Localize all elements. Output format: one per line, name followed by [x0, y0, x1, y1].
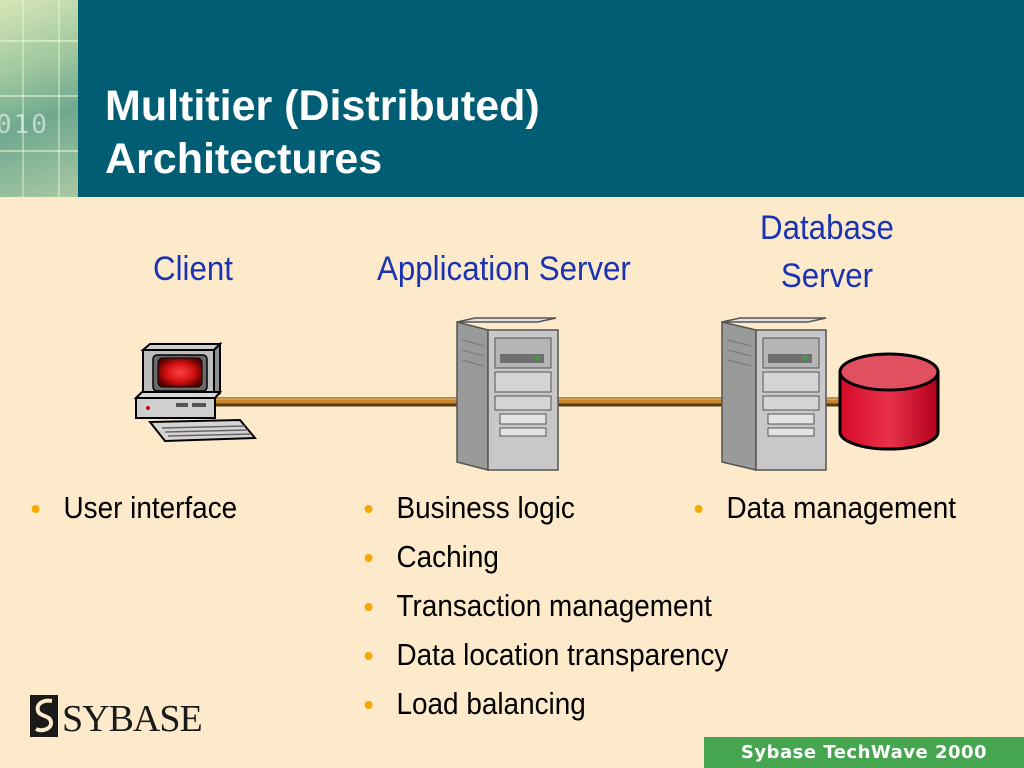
- techwave-badge: Sybase TechWave 2000: [704, 737, 1024, 768]
- database-server-label-line-1: Database: [760, 209, 894, 247]
- client-computer-icon: [133, 341, 258, 443]
- client-label: Client: [153, 250, 233, 288]
- database-server-label-line-2: Server: [780, 257, 874, 295]
- server-tower-icon: [456, 317, 559, 471]
- binary-decoration-image: 010: [0, 0, 78, 197]
- bullet-icon: [364, 603, 373, 611]
- bullet-icon: [364, 701, 373, 709]
- bullet-icon: [694, 505, 703, 513]
- database-server-tower-icon: [721, 317, 827, 471]
- sybase-logo-icon: [30, 695, 58, 737]
- sybase-logo: SYBASE: [30, 693, 203, 741]
- bullet-icon: [364, 652, 373, 660]
- sybase-logo-text: SYBASE: [62, 698, 203, 740]
- database-cylinder-icon: [838, 352, 940, 451]
- bullet-icon: [31, 505, 40, 513]
- title-line-2: Architectures: [105, 135, 383, 183]
- binary-digits: 010: [0, 110, 49, 140]
- bullet-icon: [364, 554, 373, 562]
- architecture-diagram: [133, 317, 940, 471]
- slide-title: Multitier (Distributed) Architectures: [105, 80, 755, 186]
- title-bar: 010 Multitier (Distributed) Architecture…: [0, 0, 1024, 197]
- application-server-label: Application Server: [377, 250, 631, 288]
- database-server-label: Database Server: [760, 204, 894, 300]
- bullet-icon: [364, 505, 373, 513]
- title-line-1: Multitier (Distributed): [105, 82, 540, 130]
